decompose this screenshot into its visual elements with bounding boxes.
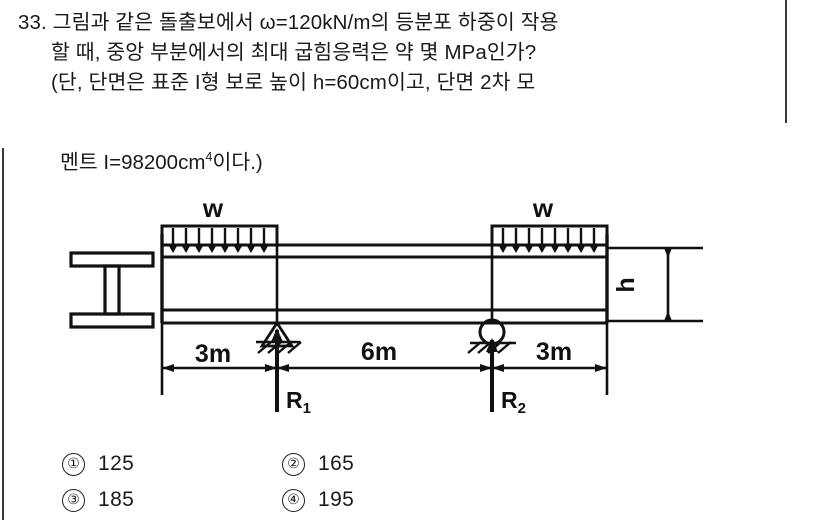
load-label-left: w bbox=[202, 193, 224, 223]
choice-text-1: 125 bbox=[98, 452, 135, 475]
question-continuation-suffix: 이다.) bbox=[212, 151, 263, 174]
distributed-load-right bbox=[490, 224, 609, 253]
moment-exponent: 4 bbox=[205, 149, 213, 165]
page-column-divider-right bbox=[785, 0, 787, 123]
question-continuation-prefix: 멘트 I=98200cm bbox=[60, 151, 206, 174]
answer-choice-4[interactable]: ④ 195 bbox=[282, 488, 354, 512]
load-label-right: w bbox=[532, 193, 554, 223]
answer-choice-3[interactable]: ③ 185 bbox=[62, 488, 282, 512]
choice-marker-2-icon: ② bbox=[282, 452, 305, 476]
choice-text-4: 195 bbox=[318, 488, 355, 511]
dimension-label-right: 3m bbox=[536, 338, 572, 366]
answer-choices: ① 125 ② 165 ③ 185 ④ 195 bbox=[62, 446, 662, 518]
height-dimension bbox=[607, 246, 703, 323]
dimension-line bbox=[162, 364, 607, 372]
beam-diagram: w w bbox=[0, 190, 720, 440]
question-line-1: 33. 그림과 같은 돌출보에서 ω=120kN/m의 등분포 하중이 작용 bbox=[18, 8, 778, 38]
question-number: 33. bbox=[18, 11, 47, 34]
reaction-arrow-left bbox=[271, 328, 283, 412]
reaction-label-left: R1 bbox=[286, 387, 311, 417]
reaction-label-right: R2 bbox=[501, 387, 526, 417]
choice-marker-3-icon: ③ bbox=[62, 488, 85, 512]
question-line-2: 할 때, 중앙 부분에서의 최대 굽힘응력은 약 몇 MPa인가? bbox=[51, 41, 537, 64]
page-column-divider-left bbox=[2, 148, 4, 520]
question-line-1-text: 그림과 같은 돌출보에서 ω=120kN/m의 등분포 하중이 작용 bbox=[52, 11, 559, 34]
i-beam-cross-section-icon bbox=[69, 251, 155, 329]
choice-text-2: 165 bbox=[318, 452, 355, 475]
answer-choice-row-2: ③ 185 ④ 195 bbox=[62, 482, 662, 518]
dimension-label-left: 3m bbox=[195, 340, 231, 368]
question-line-3: (단, 단면은 표준 I형 보로 높이 h=60cm이고, 단면 2차 모 bbox=[51, 71, 536, 94]
dimension-label-middle: 6m bbox=[361, 338, 397, 366]
dimension-extension-lines bbox=[160, 323, 609, 395]
reaction-arrow-right bbox=[486, 338, 498, 412]
question-continuation-line: 멘트 I=98200cm4이다.) bbox=[60, 148, 263, 178]
answer-choice-2[interactable]: ② 165 bbox=[282, 452, 354, 476]
choice-marker-1-icon: ① bbox=[62, 452, 85, 476]
question-block: 33. 그림과 같은 돌출보에서 ω=120kN/m의 등분포 하중이 작용 할… bbox=[18, 8, 778, 98]
choice-text-3: 185 bbox=[98, 488, 135, 511]
distributed-load-left bbox=[160, 224, 279, 253]
choice-marker-4-icon: ④ bbox=[282, 488, 305, 512]
answer-choice-row-1: ① 125 ② 165 bbox=[62, 446, 662, 482]
height-label: h bbox=[612, 277, 640, 292]
answer-choice-1[interactable]: ① 125 bbox=[62, 452, 282, 476]
